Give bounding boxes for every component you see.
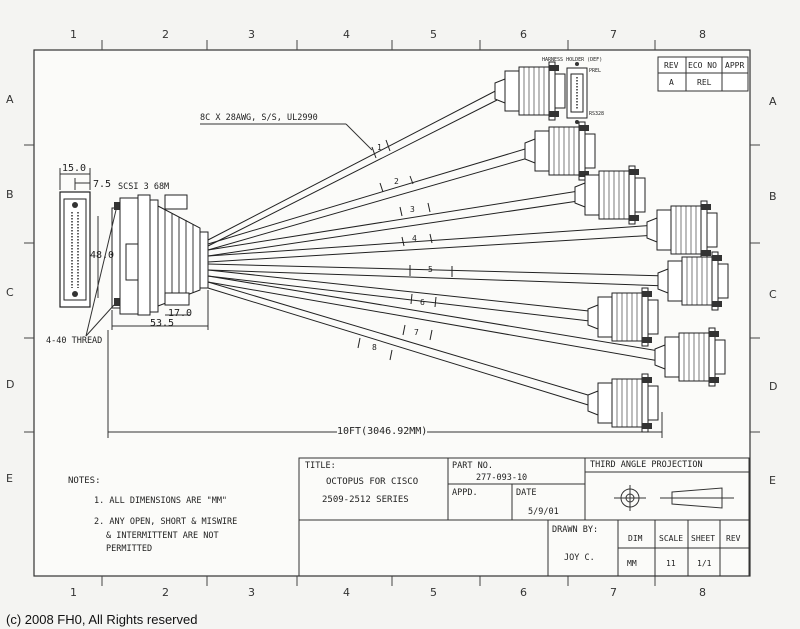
- eco-header: ECO NO: [688, 61, 717, 70]
- zone-row-c: C: [6, 286, 14, 299]
- rev-label: REV: [726, 534, 741, 543]
- zone-row-d-right: D: [769, 380, 778, 393]
- zone-col-8: 8: [699, 28, 706, 41]
- zone-col-2: 2: [162, 28, 169, 41]
- zone-col-3: 3: [248, 28, 255, 41]
- branch-number-6: 6: [420, 298, 425, 307]
- zone-col-5-bottom: 5: [430, 586, 437, 599]
- jack-side-label: PREL: [589, 68, 602, 74]
- dim-boot: 17.0: [168, 308, 193, 319]
- zone-col-7: 7: [610, 28, 617, 41]
- zone-col-2-bottom: 2: [162, 586, 169, 599]
- zone-col-1: 1: [70, 28, 77, 41]
- zone-col-4: 4: [343, 28, 350, 41]
- note-2-line-2: & INTERMITTENT ARE NOT: [106, 531, 219, 541]
- dim-label: DIM: [628, 534, 643, 543]
- copyright-notice: (c) 2008 FH0, All Rights reserved: [6, 612, 198, 627]
- scale-value: 11: [666, 559, 676, 568]
- note-1: 1. ALL DIMENSIONS ARE "MM": [94, 496, 228, 506]
- branch-number-7: 7: [414, 328, 419, 337]
- connector-type-label: SCSI 3 68M: [118, 182, 170, 192]
- appd-label: APPD.: [452, 488, 478, 498]
- jack-note-label: HARNESS HOLDER (DEF): [542, 57, 603, 63]
- date-value: 5/9/01: [528, 507, 559, 517]
- dim-width: 15.0: [62, 163, 87, 174]
- date-label: DATE: [516, 488, 537, 498]
- dim-value: MM: [627, 559, 637, 568]
- dim-height: 48.0: [90, 250, 115, 261]
- jack-detail: [566, 62, 588, 124]
- title-line-2: 2509-2512 SERIES: [322, 495, 409, 505]
- branch-number-1: 1: [377, 143, 382, 152]
- title-line-1: OCTOPUS FOR CISCO: [326, 477, 419, 487]
- scale-label: SCALE: [659, 534, 684, 543]
- appr-header: APPR: [725, 61, 745, 70]
- drawn-by-value: JOY C.: [564, 553, 595, 563]
- branch-number-8: 8: [372, 343, 377, 352]
- zone-row-b: B: [6, 188, 14, 201]
- projection-label: THIRD ANGLE PROJECTION: [590, 460, 703, 470]
- title-label: TITLE:: [305, 461, 336, 471]
- branch-number-3: 3: [410, 205, 415, 214]
- zone-col-7-bottom: 7: [610, 586, 617, 599]
- cable-length-label: 10FT(3046.92MM): [337, 426, 428, 437]
- sheet-label: SHEET: [691, 534, 716, 543]
- zone-col-1-bottom: 1: [70, 586, 77, 599]
- zone-row-d: D: [6, 378, 15, 391]
- zone-col-6: 6: [520, 28, 527, 41]
- zone-col-4-bottom: 4: [343, 586, 350, 599]
- cable-spec-label: 8C X 28AWG, S/S, UL2990: [200, 113, 318, 123]
- zone-col-5: 5: [430, 28, 437, 41]
- scsi-connector-side-view: [85, 194, 209, 337]
- rev-header: REV: [664, 61, 679, 70]
- zone-row-e-right: E: [769, 474, 776, 487]
- sheet-value: 1/1: [697, 559, 712, 568]
- branch-number-4: 4: [412, 234, 417, 243]
- drawn-by-label: DRAWN BY:: [552, 525, 599, 535]
- title-block: [298, 457, 750, 577]
- revision-block: [657, 56, 749, 92]
- jack-bottom-label: RS328: [589, 111, 605, 117]
- part-no-value: 277-093-10: [476, 473, 528, 483]
- branch-number-5: 5: [428, 265, 433, 274]
- zone-col-6-bottom: 6: [520, 586, 527, 599]
- dim-body: 53.5: [150, 318, 175, 329]
- zone-row-b-right: B: [769, 190, 777, 203]
- dim-offset: 7.5: [93, 179, 112, 190]
- zone-row-e: E: [6, 472, 13, 485]
- thread-label: 4-40 THREAD: [46, 336, 103, 346]
- zone-row-a-right: A: [769, 95, 777, 108]
- zone-col-8-bottom: 8: [699, 586, 706, 599]
- zone-row-a: A: [6, 93, 14, 106]
- eco-value: REL: [697, 78, 712, 87]
- rev-value: A: [669, 78, 674, 87]
- scsi-connector-front-view: [59, 168, 91, 308]
- note-2-line-1: 2. ANY OPEN, SHORT & MISWIRE: [94, 517, 238, 527]
- zone-row-c-right: C: [769, 288, 777, 301]
- notes-heading: NOTES:: [68, 476, 101, 486]
- part-no-label: PART NO.: [452, 461, 493, 471]
- note-2-line-3: PERMITTED: [106, 544, 153, 554]
- branch-number-2: 2: [394, 177, 399, 186]
- zone-col-3-bottom: 3: [248, 586, 255, 599]
